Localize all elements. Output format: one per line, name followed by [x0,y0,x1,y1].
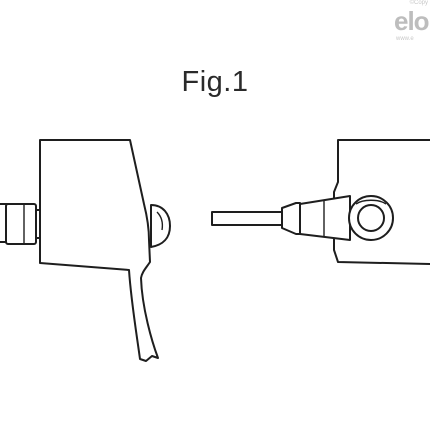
key-ring-inner [357,204,385,232]
watermark-logo: elo [394,6,430,36]
key-collar [281,202,301,235]
watermark-copyright: ©Copy [409,0,428,6]
key-body [299,195,351,241]
figure-title: Fig.1 [181,66,249,98]
side-knob [0,203,43,245]
left-bracket-assembly [0,139,171,362]
watermark: ©Copy elo www.e [390,0,430,46]
watermark-url: www.e [396,36,414,42]
right-panel-assembly [211,139,430,265]
front-button [150,204,171,248]
bracket-body [39,139,159,362]
key-shaft [211,211,285,226]
